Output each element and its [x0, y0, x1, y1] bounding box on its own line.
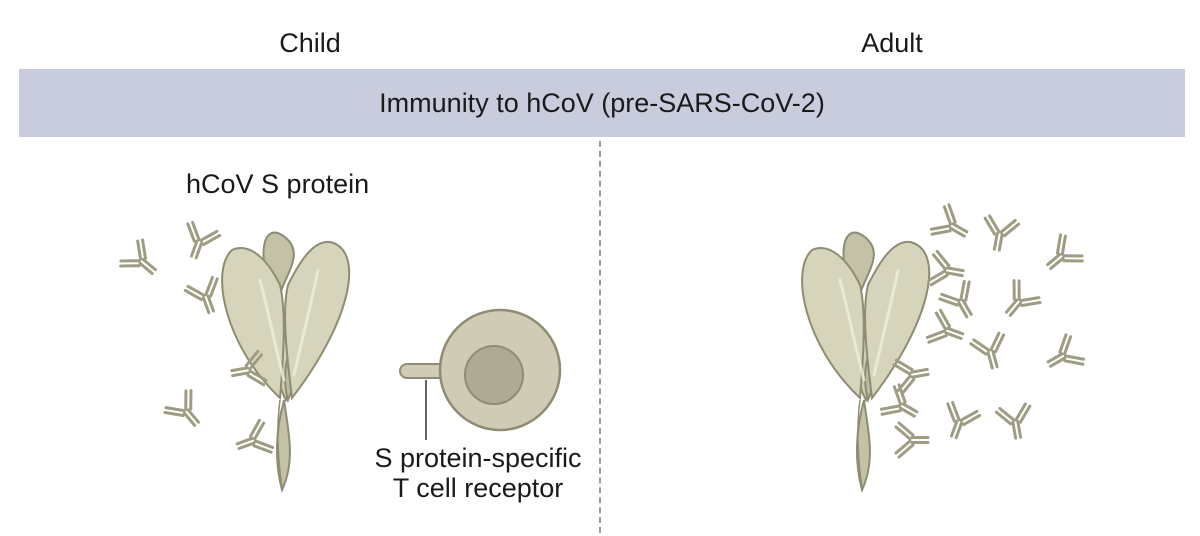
tcr-label-line1: S protein-specific [374, 443, 582, 473]
column-divider [599, 141, 601, 533]
immunity-band-title: Immunity to hCoV (pre-SARS-CoV-2) [379, 87, 825, 118]
immunity-band: Immunity to hCoV (pre-SARS-CoV-2) [19, 69, 1185, 137]
child-column-title: Child [279, 28, 341, 58]
s-protein-label: hCoV S protein [186, 169, 370, 199]
t-cell [399, 308, 562, 440]
child-spike-protein [220, 231, 351, 492]
adult-column-title: Adult [861, 28, 923, 58]
tcr-label-line2: T cell receptor [392, 472, 564, 503]
tcr-label: S protein-specific T cell receptor [358, 443, 598, 503]
adult-spike-protein [800, 231, 931, 492]
